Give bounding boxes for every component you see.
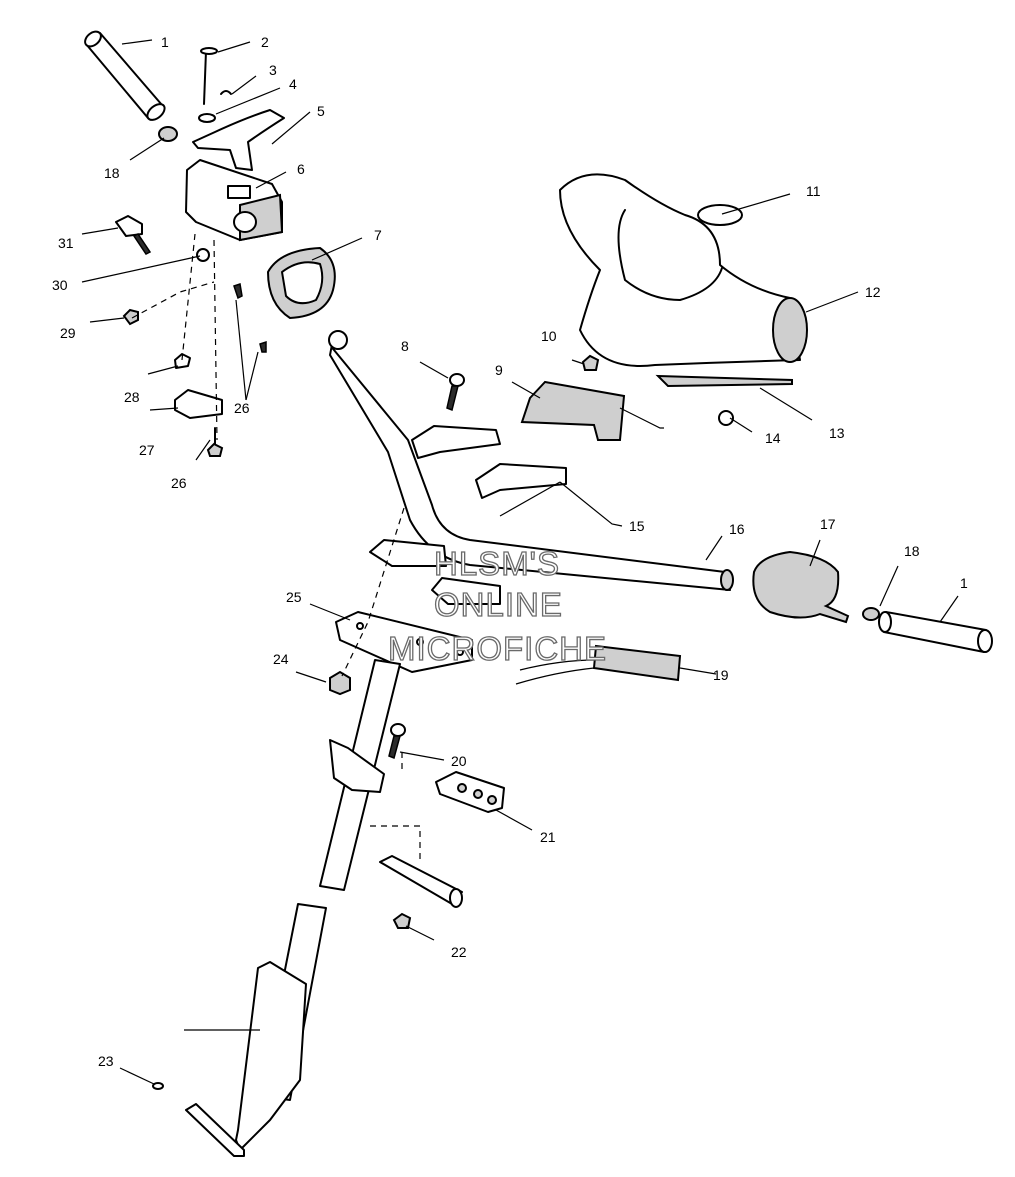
callout-29: 29 — [60, 325, 76, 341]
callout-1: 1 — [161, 34, 169, 50]
switch-housing-17 — [752, 550, 850, 624]
callout-19: 19 — [713, 667, 729, 683]
callout-23: 23 — [98, 1053, 114, 1069]
callout-2: 2 — [261, 34, 269, 50]
callout-3: 3 — [269, 62, 277, 78]
watermark-line-2: ONLINE — [434, 586, 563, 623]
nut-10 — [581, 354, 600, 371]
clip-14 — [718, 410, 734, 426]
callout-5: 5 — [317, 103, 325, 119]
watermark: HLSM'S ONLINE MICROFICHE — [387, 544, 607, 667]
watermark-line-3: MICROFICHE — [388, 630, 607, 667]
washer-4 — [198, 113, 216, 123]
dashed-guides-center — [341, 507, 421, 864]
plug-18-right — [862, 607, 880, 621]
decal-11 — [697, 204, 743, 226]
tube-22-sleeve — [379, 855, 463, 908]
nut-24 — [329, 670, 351, 696]
callout-26-upper: 26 — [234, 400, 250, 416]
callout-10: 10 — [541, 328, 557, 344]
clamps-15 — [369, 425, 567, 605]
heater-grip-19 — [515, 644, 682, 685]
cover-plate-27 — [174, 389, 223, 419]
screw-20 — [388, 723, 406, 760]
callout-15: 15 — [629, 518, 645, 534]
callout-26-lower: 26 — [171, 475, 187, 491]
callout-8: 8 — [401, 338, 409, 354]
callout-11: 11 — [806, 183, 821, 199]
callout-12: 12 — [865, 284, 881, 300]
callout-6: 6 — [297, 161, 305, 177]
watermark-line-1: HLSM'S — [434, 545, 560, 582]
callout-30: 30 — [52, 277, 68, 293]
callout-20: 20 — [451, 753, 467, 769]
callout-17: 17 — [820, 516, 836, 532]
plate-21 — [435, 771, 505, 813]
throttle-housing-6 — [185, 159, 284, 242]
callout-18-left: 18 — [104, 165, 120, 181]
callout-9: 9 — [495, 362, 503, 378]
throttle-lever-5 — [192, 109, 285, 171]
steering-post — [185, 659, 401, 1157]
callout-16: 16 — [729, 521, 745, 537]
handlebar-pad-12 — [559, 173, 808, 367]
screw-26-lower — [206, 427, 224, 457]
screw-31 — [115, 215, 152, 255]
callout-14: 14 — [765, 430, 781, 446]
screw-26-upper — [233, 283, 267, 353]
callout-1-right: 1 — [960, 575, 968, 591]
callout-13: 13 — [829, 425, 845, 441]
callout-25: 25 — [286, 589, 302, 605]
bracket-9 — [520, 380, 626, 441]
nut-22 — [392, 912, 412, 929]
callout-labels: 1 2 3 4 5 6 7 8 9 10 11 12 13 14 15 16 1… — [52, 34, 968, 1069]
handlebar-16 — [328, 330, 734, 591]
callout-28: 28 — [124, 389, 140, 405]
pin-2 — [200, 47, 218, 105]
callout-18-right: 18 — [904, 543, 920, 559]
bolt-8 — [446, 373, 465, 412]
cable-7 — [266, 246, 336, 320]
strap-13 — [655, 374, 793, 388]
grip-right — [878, 611, 993, 653]
callout-22: 22 — [451, 944, 467, 960]
nut-29 — [122, 308, 139, 326]
callout-21: 21 — [540, 829, 556, 845]
callout-7: 7 — [374, 227, 382, 243]
grip-left — [84, 30, 166, 121]
plate-25 — [335, 611, 473, 673]
plug-18-left — [158, 126, 178, 142]
clip-3 — [220, 90, 232, 95]
leader-lines — [81, 39, 959, 1085]
callout-24: 24 — [273, 651, 289, 667]
callout-27: 27 — [139, 442, 155, 458]
dashed-guides-left — [131, 233, 218, 441]
washer-23 — [152, 1082, 164, 1090]
ball-30 — [196, 248, 210, 262]
callout-4: 4 — [289, 76, 297, 92]
callout-31: 31 — [58, 235, 74, 251]
